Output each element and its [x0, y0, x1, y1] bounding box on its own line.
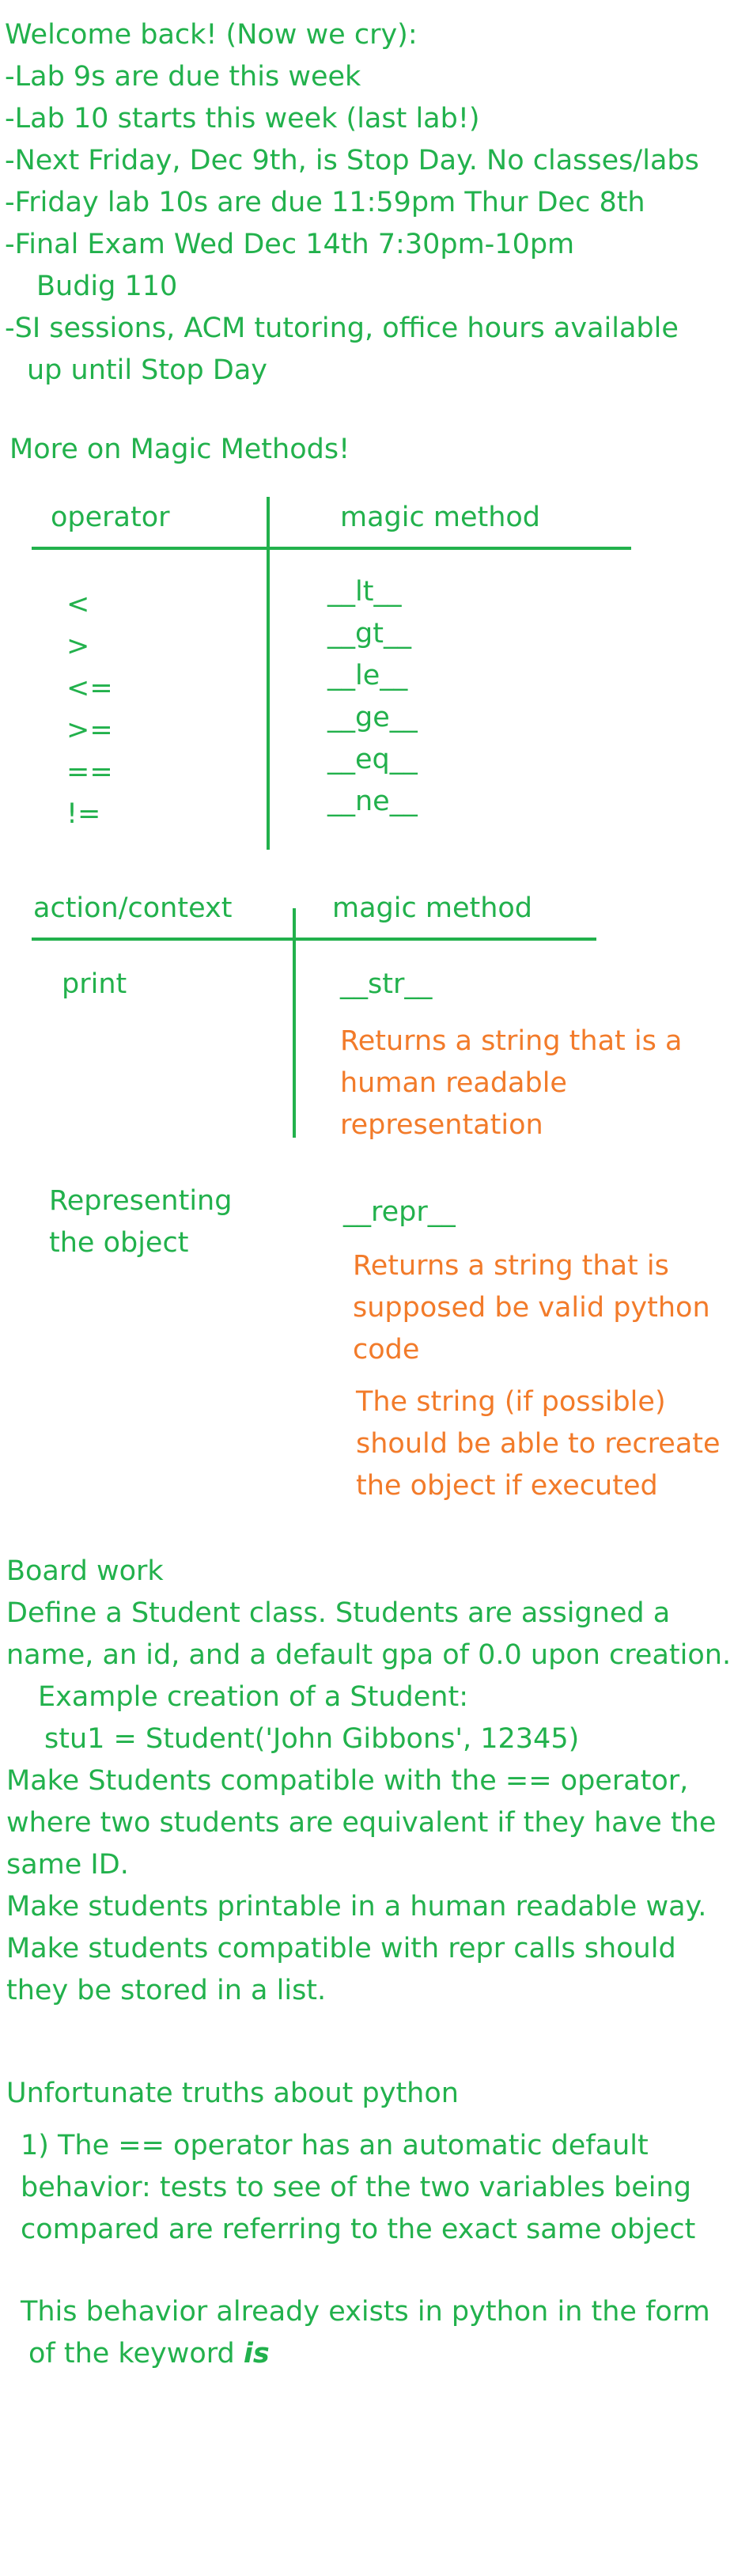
keyword-is: is	[243, 2338, 270, 2370]
truth-line: This behavior already exists in python i…	[21, 2296, 710, 2328]
label-line: Representing	[49, 1185, 233, 1217]
truth-line: 1) The == operator has an automatic defa…	[21, 2130, 649, 2161]
announcement-item: -Final Exam Wed Dec 14th 7:30pm-10pm	[5, 229, 575, 260]
table-divider-vertical	[267, 497, 270, 850]
context-column-header: action/context	[33, 892, 233, 924]
truth-line: behavior: tests to see of the two variab…	[21, 2172, 691, 2203]
print-label: print	[62, 968, 127, 1000]
board-work-line: same ID.	[6, 1849, 129, 1881]
table-cell: __gt__	[327, 618, 411, 650]
note-line: Returns a string that is a	[340, 1025, 683, 1057]
table-divider-vertical	[293, 908, 296, 1138]
note-line: Returns a string that is	[353, 1250, 669, 1282]
note-line: code	[353, 1334, 420, 1366]
repr-note: Returns a string that is supposed be val…	[353, 1245, 710, 1371]
repr-recreate-note: The string (if possible) should be able …	[356, 1381, 721, 1507]
label-line: the object	[49, 1227, 189, 1259]
announcements-title: Welcome back! (Now we cry):	[5, 19, 418, 51]
table-cell: __eq__	[327, 744, 418, 775]
board-work-heading: Board work	[6, 1555, 164, 1587]
note-line: supposed be valid python	[353, 1292, 710, 1324]
method-list: __lt__ __gt__ __le__ __ge__ __eq__ __ne_…	[327, 571, 418, 823]
board-work-code: stu1 = Student('John Gibbons', 12345)	[44, 1723, 580, 1755]
announcement-item: -Next Friday, Dec 9th, is Stop Day. No c…	[5, 145, 699, 176]
magic-methods-heading: More on Magic Methods!	[9, 434, 350, 465]
repr-label: Representing the object	[49, 1180, 232, 1264]
announcement-item: -Friday lab 10s are due 11:59pm Thur Dec…	[5, 187, 645, 218]
table-cell: ==	[66, 756, 113, 788]
announcement-item: up until Stop Day	[27, 354, 267, 386]
announcement-item: -Lab 10 starts this week (last lab!)	[5, 103, 480, 134]
board-work-line: where two students are equivalent if the…	[6, 1807, 717, 1839]
truth-line: compared are referring to the exact same…	[21, 2214, 696, 2245]
magic-method-column-header: magic method	[332, 892, 533, 924]
table-divider-horizontal	[32, 547, 631, 550]
table-cell: >=	[66, 714, 113, 746]
note-line: should be able to recreate	[356, 1428, 721, 1460]
operator-column-header: operator	[51, 502, 170, 533]
board-work-line: Make students compatible with repr calls…	[6, 1933, 676, 1964]
table-cell: <	[66, 589, 90, 620]
note-line: human readable	[340, 1067, 567, 1099]
announcement-item: Budig 110	[36, 271, 178, 302]
table-cell: __ge__	[327, 702, 418, 733]
announcement-item: -SI sessions, ACM tutoring, office hours…	[5, 313, 679, 344]
truths-heading: Unfortunate truths about python	[6, 2078, 459, 2109]
table-cell: >	[66, 631, 90, 662]
table-cell: __lt__	[327, 576, 402, 608]
note-line: The string (if possible)	[356, 1386, 666, 1418]
table-cell: __le__	[327, 660, 408, 691]
table-divider-horizontal	[32, 938, 596, 941]
table-cell: __ne__	[327, 786, 418, 817]
board-work-line: Example creation of a Student:	[38, 1681, 468, 1713]
str-method: __str__	[340, 968, 433, 1000]
operator-list: < > <= >= == !=	[66, 584, 113, 835]
board-work-line: Make Students compatible with the == ope…	[6, 1765, 689, 1797]
magic-method-column-header: magic method	[340, 502, 541, 533]
board-work-line: they be stored in a list.	[6, 1975, 327, 2006]
board-work-line: Define a Student class. Students are ass…	[6, 1597, 671, 1629]
truth-line-prefix: of the keyword	[28, 2338, 244, 2370]
table-cell: !=	[66, 798, 101, 830]
board-work-line: name, an id, and a default gpa of 0.0 up…	[6, 1639, 732, 1671]
truth-line: of the keyword is	[28, 2336, 270, 2373]
repr-method: __repr__	[343, 1196, 456, 1228]
announcement-item: -Lab 9s are due this week	[5, 61, 361, 93]
table-cell: <=	[66, 672, 113, 704]
str-note: Returns a string that is a human readabl…	[340, 1021, 682, 1146]
note-line: representation	[340, 1109, 543, 1141]
board-work-line: Make students printable in a human reada…	[6, 1891, 707, 1923]
note-line: the object if executed	[356, 1470, 658, 1502]
